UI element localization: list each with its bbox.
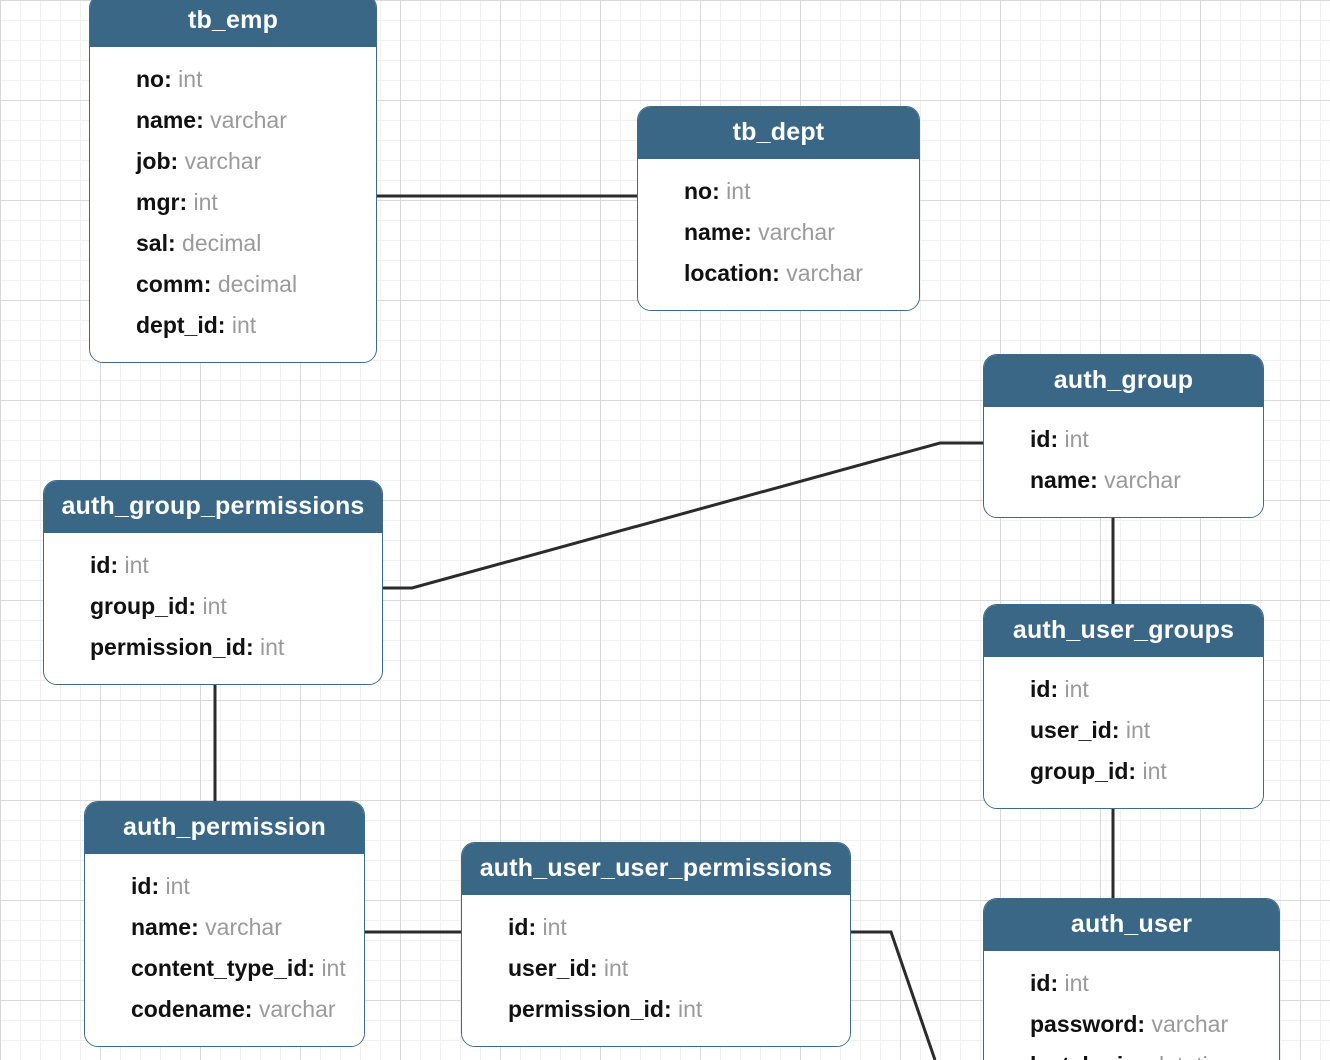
field-row: name: varchar bbox=[136, 107, 287, 133]
entity-auth_permission[interactable]: auth_permission id: int name: varchar co… bbox=[84, 801, 365, 1047]
field-row: name: varchar bbox=[684, 219, 835, 245]
entity-tb_dept[interactable]: tb_dept no: int name: varchar location: … bbox=[637, 106, 920, 311]
entity-auth_group_permissions[interactable]: auth_group_permissions id: int group_id:… bbox=[43, 480, 383, 685]
entity-fields-auth_user: id: int password: varchar last_login: da… bbox=[984, 951, 1279, 1060]
entity-fields-tb_emp: no: int name: varchar job: varchar mgr: … bbox=[90, 47, 376, 362]
entity-fields-tb_dept: no: int name: varchar location: varchar bbox=[638, 159, 919, 310]
field-row: id: int bbox=[131, 873, 190, 899]
entity-title-auth_permission: auth_permission bbox=[85, 802, 364, 854]
entity-auth_group[interactable]: auth_group id: int name: varchar bbox=[983, 354, 1264, 518]
field-row: permission_id: int bbox=[90, 634, 285, 660]
relationship-auth_group_permissions-auth_group bbox=[383, 441, 983, 590]
field-row: no: int bbox=[136, 66, 203, 92]
field-row: no: int bbox=[684, 178, 751, 204]
field-row: password: varchar bbox=[1030, 1011, 1229, 1037]
entity-auth_user_groups[interactable]: auth_user_groups id: int user_id: int gr… bbox=[983, 604, 1264, 809]
field-row: id: int bbox=[508, 914, 567, 940]
entity-fields-auth_permission: id: int name: varchar content_type_id: i… bbox=[85, 854, 364, 1046]
field-row: job: varchar bbox=[136, 148, 262, 174]
entity-auth_user[interactable]: auth_user id: int password: varchar last… bbox=[983, 898, 1280, 1060]
field-row: mgr: int bbox=[136, 189, 218, 215]
field-row: user_id: int bbox=[1030, 717, 1151, 743]
field-row: permission_id: int bbox=[508, 996, 703, 1022]
entity-title-auth_user_user_permissions: auth_user_user_permissions bbox=[462, 843, 850, 895]
entity-tb_emp[interactable]: tb_emp no: int name: varchar job: varcha… bbox=[89, 0, 377, 363]
field-row: comm: decimal bbox=[136, 271, 298, 297]
entity-auth_user_user_permissions[interactable]: auth_user_user_permissions id: int user_… bbox=[461, 842, 851, 1047]
entity-fields-auth_user_user_permissions: id: int user_id: int permission_id: int bbox=[462, 895, 850, 1046]
entity-title-auth_group_permissions: auth_group_permissions bbox=[44, 481, 382, 533]
field-row: name: varchar bbox=[131, 914, 282, 940]
field-row: sal: decimal bbox=[136, 230, 262, 256]
field-row: content_type_id: int bbox=[131, 955, 346, 981]
entity-title-auth_user: auth_user bbox=[984, 899, 1279, 951]
field-row: group_id: int bbox=[1030, 758, 1167, 784]
field-row: id: int bbox=[1030, 426, 1089, 452]
field-row: id: int bbox=[1030, 676, 1089, 702]
field-row: group_id: int bbox=[90, 593, 227, 619]
field-row: dept_id: int bbox=[136, 312, 257, 338]
entity-title-tb_dept: tb_dept bbox=[638, 107, 919, 159]
field-row: location: varchar bbox=[684, 260, 863, 286]
field-row: last_login: datetime bbox=[984, 1045, 1279, 1060]
relationship-auth_user_user_permissions-auth_user bbox=[851, 930, 937, 1060]
entity-title-auth_user_groups: auth_user_groups bbox=[984, 605, 1263, 657]
entity-title-auth_group: auth_group bbox=[984, 355, 1263, 407]
field-row: id: int bbox=[90, 552, 149, 578]
field-row: name: varchar bbox=[1030, 467, 1181, 493]
entity-title-tb_emp: tb_emp bbox=[90, 0, 376, 47]
entity-fields-auth_user_groups: id: int user_id: int group_id: int bbox=[984, 657, 1263, 808]
field-row: user_id: int bbox=[508, 955, 629, 981]
entity-fields-auth_group_permissions: id: int group_id: int permission_id: int bbox=[44, 533, 382, 684]
field-row: codename: varchar bbox=[131, 996, 336, 1022]
field-row: id: int bbox=[1030, 970, 1089, 996]
entity-fields-auth_group: id: int name: varchar bbox=[984, 407, 1263, 517]
